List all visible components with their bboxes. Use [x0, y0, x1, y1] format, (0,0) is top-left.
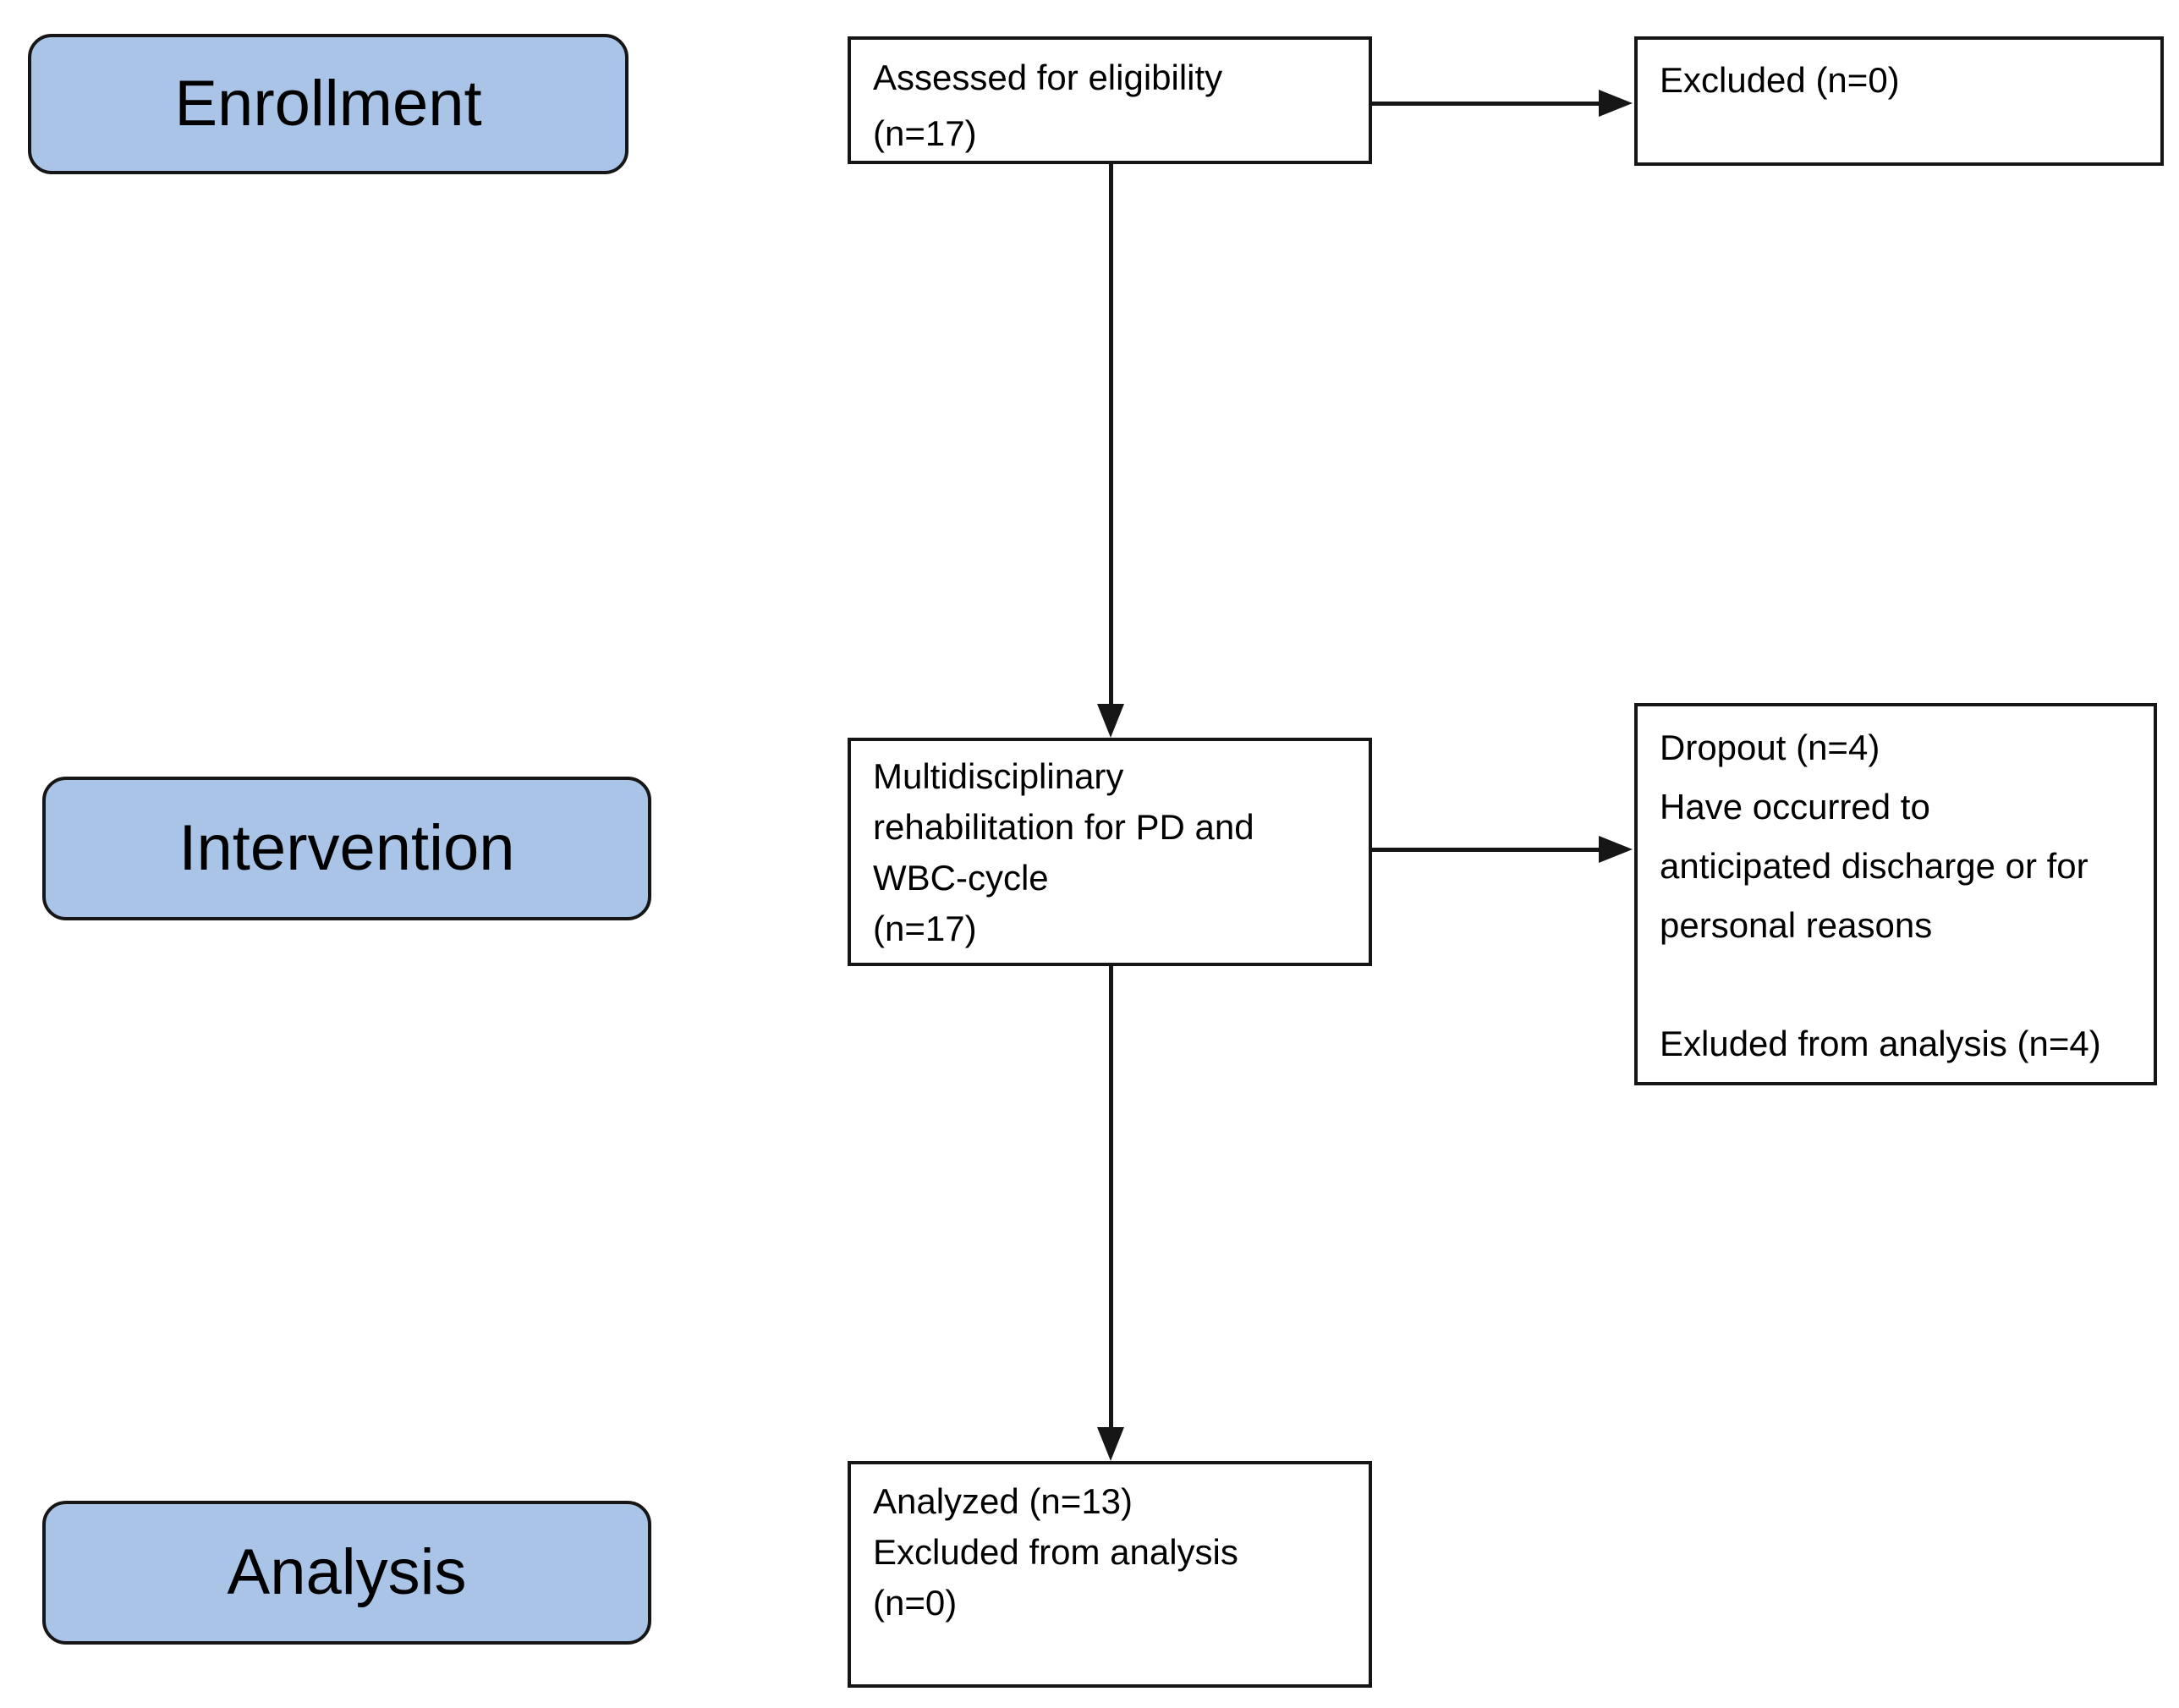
analyzed-line-3: (n=0) — [873, 1583, 958, 1623]
arrow-intervention-to-dropout-head — [1599, 836, 1633, 863]
flow-box-assessed: Assessed for eligibility (n=17) — [848, 36, 1372, 164]
arrow-assessed-to-intervention-shaft — [1109, 164, 1113, 707]
arrow-assessed-to-intervention-head — [1097, 704, 1124, 738]
stage-label-enrollment: Enrollment — [174, 68, 482, 140]
intervention-line-1: Multidisciplinary — [873, 756, 1124, 796]
dropout-line-4: personal reasons — [1660, 905, 1933, 945]
arrow-intervention-to-analyzed-head — [1097, 1427, 1124, 1461]
arrow-assessed-to-excluded-shaft — [1372, 102, 1602, 106]
dropout-line-5: Exluded from analysis (n=4) — [1660, 1024, 2101, 1063]
flow-box-intervention: Multidisciplinary rehabilitation for PD … — [848, 738, 1372, 966]
excluded-line-1: Excluded (n=0) — [1660, 60, 1900, 100]
arrow-assessed-to-excluded-head — [1599, 90, 1633, 117]
flow-box-dropout: Dropout (n=4) Have occurred to anticipat… — [1634, 703, 2157, 1085]
dropout-blank-line — [1660, 955, 2138, 1014]
intervention-line-3: WBC-cycle — [873, 858, 1049, 898]
stage-box-enrollment: Enrollment — [28, 34, 628, 174]
dropout-line-3: anticipated discharge or for — [1660, 846, 2088, 886]
stage-label-analysis: Analysis — [227, 1536, 467, 1608]
flow-box-excluded: Excluded (n=0) — [1634, 36, 2164, 166]
assessed-line-2: (n=17) — [873, 113, 977, 153]
stage-box-intervention: Intervention — [42, 777, 651, 920]
arrow-intervention-to-analyzed-shaft — [1109, 966, 1113, 1431]
arrow-intervention-to-dropout-shaft — [1372, 848, 1602, 852]
assessed-line-1: Assessed for eligibility — [873, 58, 1223, 97]
dropout-line-1: Dropout (n=4) — [1660, 728, 1880, 767]
intervention-line-2: rehabilitation for PD and — [873, 807, 1254, 847]
stage-box-analysis: Analysis — [42, 1501, 651, 1645]
stage-label-intervention: Intervention — [178, 812, 515, 884]
analyzed-line-2: Excluded from analysis — [873, 1532, 1238, 1572]
dropout-line-2: Have occurred to — [1660, 787, 1930, 827]
flow-box-analyzed: Analyzed (n=13) Excluded from analysis (… — [848, 1461, 1372, 1688]
analyzed-line-1: Analyzed (n=13) — [873, 1481, 1133, 1521]
intervention-line-4: (n=17) — [873, 909, 977, 948]
